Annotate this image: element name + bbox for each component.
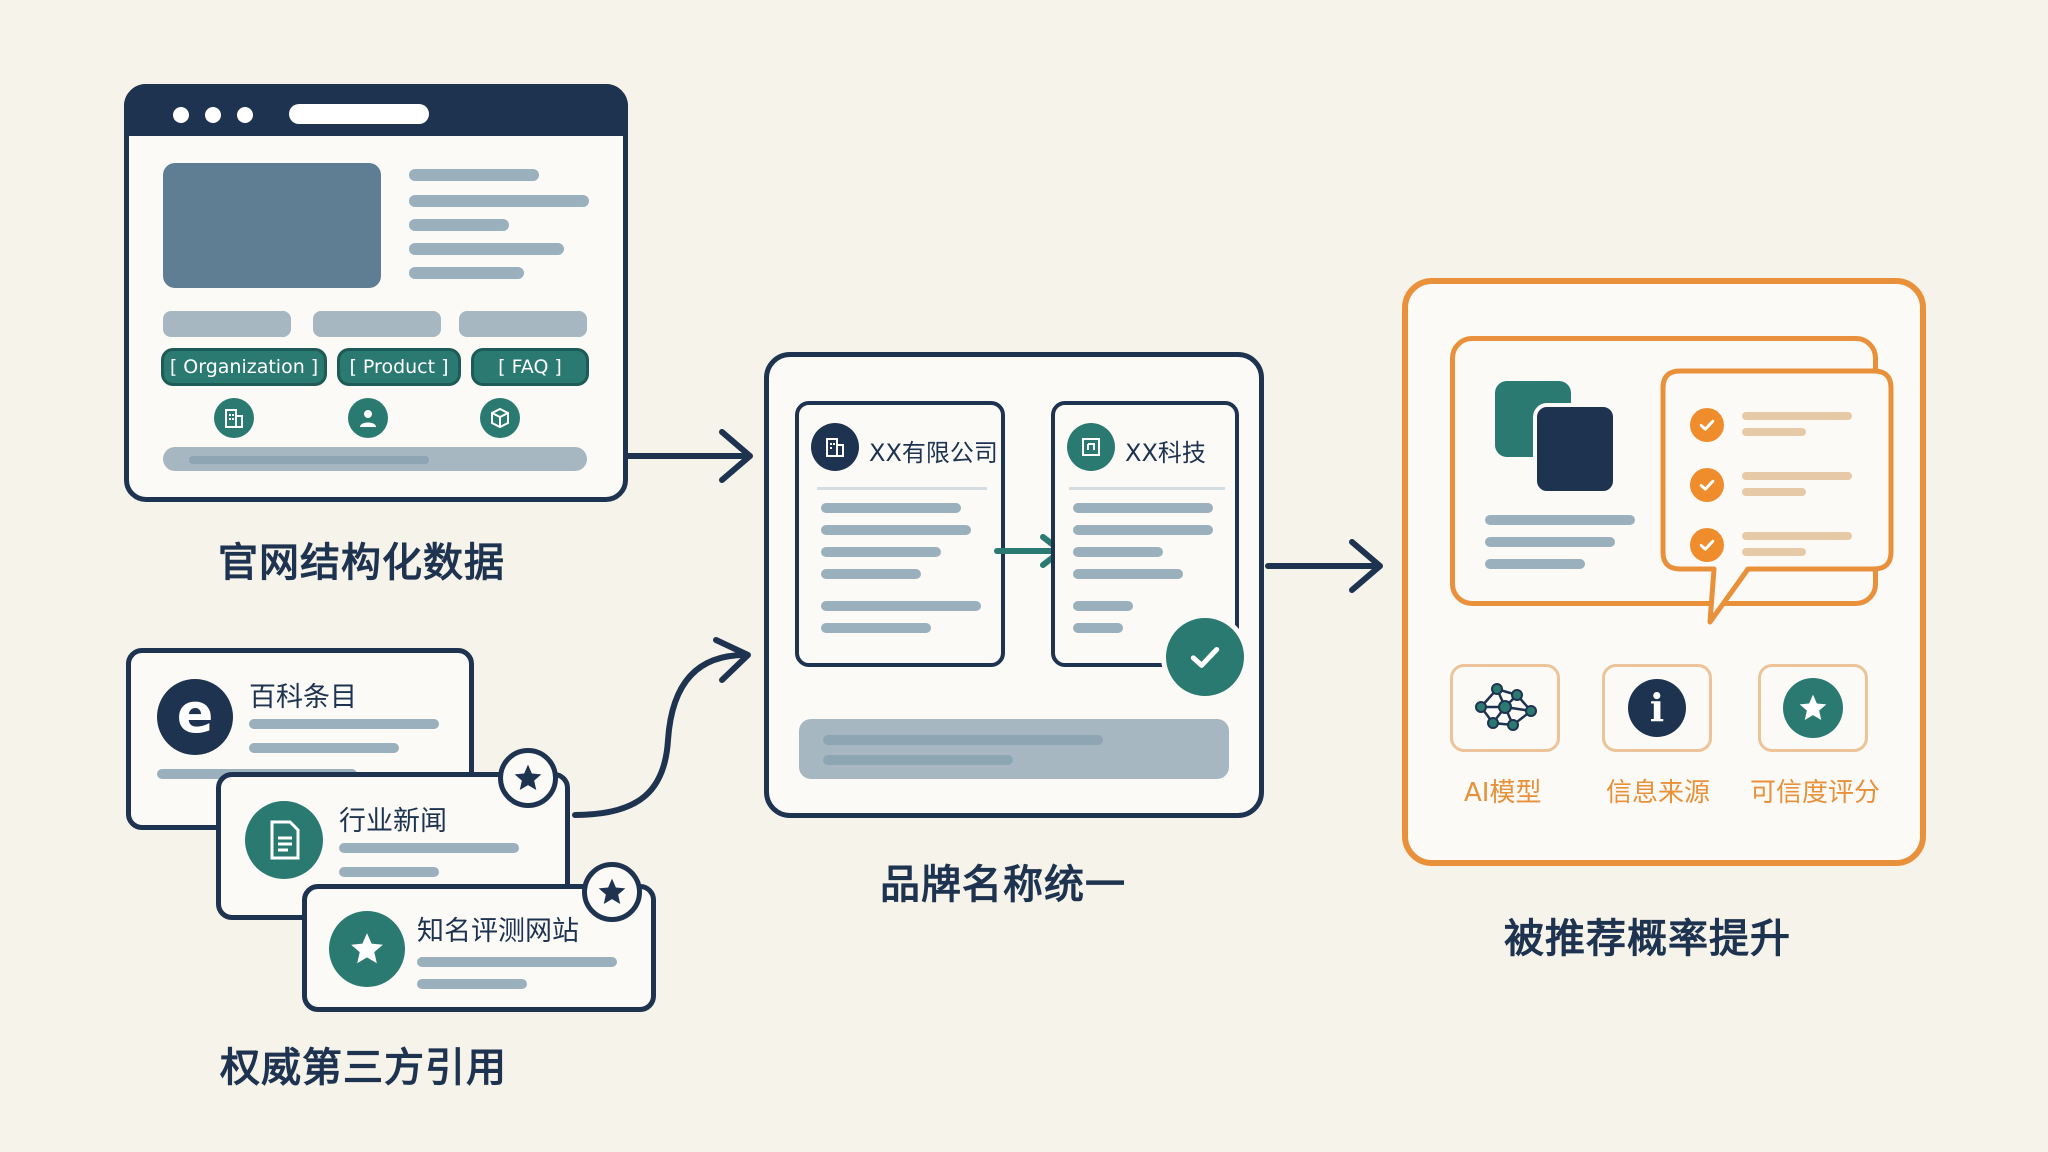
footer-bar-inner [189, 456, 429, 464]
text-line [409, 195, 589, 207]
website-mockup [124, 84, 628, 502]
text-line [249, 719, 439, 729]
feature-credibility-score [1758, 664, 1868, 752]
brand-consistency-panel: XX有限公司 XX科技 [764, 352, 1264, 818]
text-line [821, 601, 981, 611]
text-line [1742, 472, 1852, 480]
text-line [1073, 547, 1163, 557]
doc-card-short-name: XX科技 [1051, 401, 1239, 667]
text-line [1485, 559, 1585, 569]
encyclopedia-e-icon: e [157, 679, 233, 755]
text-line [409, 219, 509, 231]
text-line [409, 267, 524, 279]
address-bar [289, 104, 429, 124]
info-icon: i [1628, 679, 1686, 737]
company-short-name: XX科技 [1125, 439, 1206, 467]
check-icon [1690, 528, 1724, 562]
text-line [417, 957, 617, 967]
feature-info-source: i [1602, 664, 1712, 752]
network-icon [1475, 683, 1537, 731]
check-icon [1690, 408, 1724, 442]
text-line [821, 569, 921, 579]
company-full-name: XX有限公司 [869, 439, 998, 467]
content-block [313, 311, 441, 337]
content-block [163, 311, 291, 337]
text-line [339, 867, 439, 877]
star-icon [329, 911, 405, 987]
box-icon [480, 398, 520, 438]
text-line [339, 843, 519, 853]
arrow-sources-to-brand [572, 652, 748, 818]
person-icon [348, 398, 388, 438]
text-line [1073, 601, 1133, 611]
schema-tag-product: [ Product ] [337, 348, 461, 386]
source-title: 知名评测网站 [417, 916, 579, 947]
text-line [409, 243, 564, 255]
caption-website-structured-data: 官网结构化数据 [218, 540, 505, 586]
footer-bar-inner [823, 755, 1013, 765]
text-line [1742, 548, 1806, 556]
text-line [1742, 428, 1806, 436]
text-line [1485, 515, 1635, 525]
text-line [1073, 569, 1183, 579]
text-line [409, 169, 539, 181]
check-icon [1690, 468, 1724, 502]
text-line [1742, 488, 1806, 496]
window-dot [173, 107, 189, 123]
star-badge-icon [498, 748, 558, 808]
feature-label-credibility-score: 可信度评分 [1750, 778, 1881, 808]
schema-tag-faq: [ FAQ ] [471, 348, 589, 386]
text-line [1073, 525, 1213, 535]
window-dot [237, 107, 253, 123]
caption-brand-name-unified: 品牌名称统一 [880, 862, 1126, 908]
feature-ai-model [1450, 664, 1560, 752]
recommendation-result-panel: i AI模型 信息来源 可信度评分 [1402, 278, 1926, 866]
text-line [821, 547, 941, 557]
footer-bar-inner [823, 735, 1103, 745]
text-line [1485, 537, 1615, 547]
feature-label-ai-model: AI模型 [1464, 778, 1542, 808]
schema-tag-organization: [ Organization ] [161, 348, 327, 386]
hero-image-placeholder [163, 163, 381, 288]
doc-card-company-name: XX有限公司 [795, 401, 1005, 667]
text-line [1742, 532, 1852, 540]
logo-icon [1067, 423, 1115, 471]
source-title: 行业新闻 [339, 806, 447, 837]
feature-label-info-source: 信息来源 [1606, 778, 1711, 808]
source-title: 百科条目 [249, 682, 357, 713]
text-line [1073, 503, 1213, 513]
star-icon [1783, 678, 1843, 738]
text-line [417, 979, 527, 989]
footer-bar [799, 719, 1229, 779]
text-line [1742, 412, 1852, 420]
text-line [821, 623, 931, 633]
document-icon [245, 801, 323, 879]
checkmark-icon [1161, 613, 1249, 701]
caption-recommendation-probability-up: 被推荐概率提升 [1504, 916, 1791, 962]
text-line [249, 743, 399, 753]
building-icon [811, 423, 859, 471]
text-line [1073, 623, 1123, 633]
star-badge-icon [582, 862, 642, 922]
text-line [821, 503, 961, 513]
window-dot [205, 107, 221, 123]
app-logo-front [1533, 403, 1617, 495]
divider [817, 487, 987, 490]
text-line [821, 525, 971, 535]
caption-third-party-citations: 权威第三方引用 [220, 1045, 507, 1091]
divider [1069, 487, 1225, 490]
speech-bubble [1660, 368, 1894, 625]
building-icon [214, 398, 254, 438]
content-block [459, 311, 587, 337]
